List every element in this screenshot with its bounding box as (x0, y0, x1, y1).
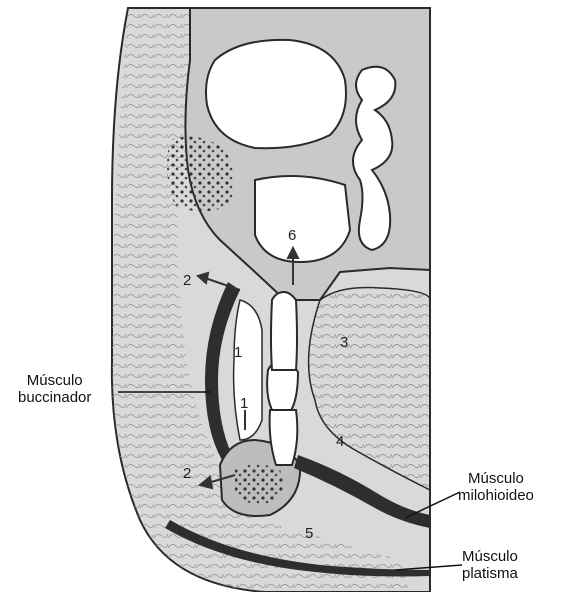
oral-vestibule (234, 300, 262, 440)
tooth-root-upper (271, 292, 297, 370)
nasal-chamber (255, 176, 350, 262)
tooth-lower (270, 410, 298, 465)
label-milohioideo: Músculo milohioideo (458, 470, 534, 504)
label-platisma-line1: Músculo (462, 548, 518, 565)
label-buccinador: Músculo buccinador (18, 372, 91, 406)
label-milohioideo-line2: milohioideo (458, 487, 534, 504)
number-label: 2 (183, 272, 191, 289)
maxillary-sinus (206, 40, 346, 148)
label-platisma-line2: platisma (462, 565, 518, 582)
nasal-turbinates (353, 67, 395, 250)
number-label: 1 (234, 344, 242, 361)
number-label: 6 (288, 227, 296, 244)
label-buccinador-line2: buccinador (18, 389, 91, 406)
number-label: 1 (240, 395, 248, 412)
number-label: 5 (305, 525, 313, 542)
label-platisma: Músculo platisma (462, 548, 518, 582)
label-milohioideo-line1: Músculo (458, 470, 534, 487)
number-label: 4 (336, 433, 344, 450)
label-buccinador-line1: Músculo (18, 372, 91, 389)
number-label: 3 (340, 334, 348, 351)
number-label: 2 (183, 465, 191, 482)
